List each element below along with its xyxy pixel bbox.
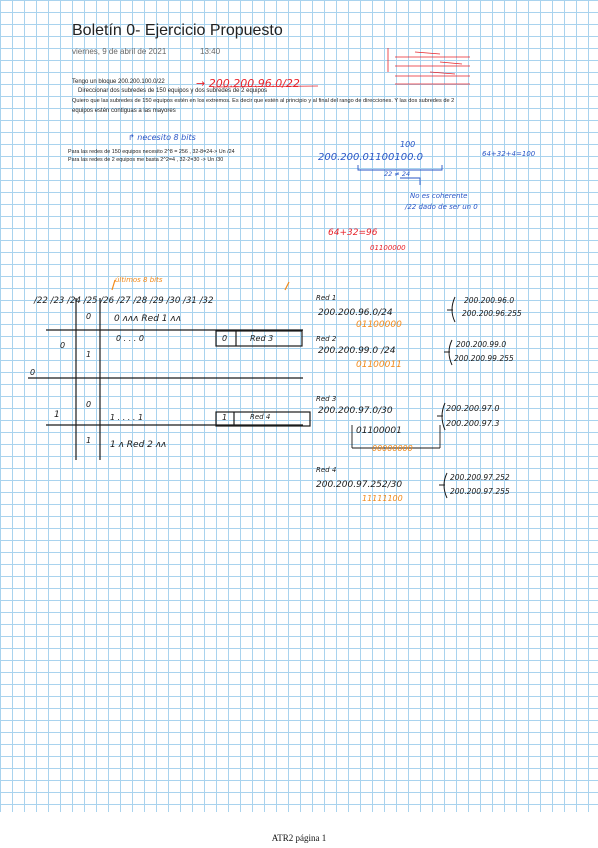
blue-bits-note: ↱ necesito 8 bits	[128, 133, 196, 142]
table-row-red1: 0 ʌʌʌ Red 1 ʌʌ	[114, 314, 182, 324]
page-title: Boletín 0- Ejercicio Propuesto	[72, 22, 283, 39]
table-row-red4: 1 . . . . 1	[110, 413, 144, 422]
blue-binary-address: 200.200.01100100.0	[318, 152, 423, 163]
calc-line-1: Para las redes de 150 equipos necesito 2…	[68, 149, 235, 155]
red3-bin: 01100001	[356, 426, 402, 436]
red2-first: 200.200.99.0	[456, 340, 507, 349]
table-bit-0b: 0	[60, 341, 66, 350]
table-bit-1a: 1	[86, 350, 92, 359]
page-time: 13:40	[200, 47, 221, 56]
red1-first: 200.200.96.0	[464, 296, 515, 305]
ink-strokes	[28, 48, 470, 499]
statement-line-4: equipos estén contiguas a las mayores	[72, 108, 176, 114]
red4-bin: 11111100	[362, 494, 403, 503]
red1-label: Red 1	[316, 294, 337, 302]
red2-bin: 01100011	[356, 360, 402, 370]
table-red3-label: Red 3	[250, 334, 274, 343]
table-bit-1c: 1	[86, 436, 92, 445]
table-red4-label: Red 4	[250, 413, 271, 421]
red4-net: 200.200.97.252/30	[316, 480, 403, 490]
braces	[437, 296, 456, 499]
table-bit-1b: 1	[54, 410, 60, 420]
blue-bracket	[357, 165, 443, 171]
table-row-red3: 0 . . . 0	[116, 334, 144, 343]
orange-last-bits: últimos 8 bits	[115, 276, 163, 284]
calc-line-2: Para las redes de 2 equipos me basta 2^2…	[68, 157, 224, 163]
red-block-note: → 200.200.96.0/22	[196, 77, 300, 90]
red2-net: 200.200.99.0 /24	[318, 346, 396, 356]
table-bit-0c: 0	[30, 368, 36, 377]
red2-last: 200.200.99.255	[454, 354, 514, 363]
orange-tick-marks	[111, 279, 290, 291]
red3-first: 200.200.97.0	[446, 404, 500, 413]
red-underline	[212, 85, 319, 88]
red-sum: 64+32=96	[328, 228, 378, 238]
red-bits: 01100000	[370, 244, 406, 252]
grid-background	[0, 0, 598, 812]
blue-dado: /22 dado de ser un 0	[405, 203, 478, 211]
red4-last: 200.200.97.255	[450, 487, 510, 496]
blue-22-24: 22 ≠ 24	[384, 170, 411, 178]
red-sketch	[387, 48, 470, 85]
table-bit-0a: 0	[86, 312, 92, 321]
table-box-1: 1	[222, 413, 228, 422]
table-box-0: 0	[222, 334, 228, 343]
table-row-red2: 1 ʌ Red 2 ʌʌ	[110, 440, 167, 450]
blue-marker	[400, 177, 421, 185]
page-footer: ATR2 página 1	[271, 833, 327, 843]
red4-first: 200.200.97.252	[450, 473, 510, 482]
red2-label: Red 2	[316, 335, 337, 343]
prefix-header: /22 /23 /24 /25 /26 /27 /28 /29 /30 /31 …	[34, 296, 214, 306]
blue-sum: 64+32+4=100	[482, 150, 536, 158]
statement-line-2: Direccionar dos subredes de 150 equipos …	[78, 88, 268, 94]
page-date: viernes, 9 de abril de 2021	[72, 47, 167, 56]
red3-label: Red 3	[316, 395, 337, 403]
red1-net: 200.200.96.0/24	[318, 308, 393, 318]
red1-last: 200.200.96.255	[462, 309, 522, 318]
table-bit-0d: 0	[86, 400, 92, 409]
statement-line-1: Tengo un bloque 200.200.100.0/22	[72, 79, 165, 85]
blue-100: 100	[400, 140, 416, 149]
red3-net: 200.200.97.0/30	[318, 406, 393, 416]
red3-bracket	[351, 425, 441, 449]
red4-label: Red 4	[316, 466, 337, 474]
red3-last: 200.200.97.3	[446, 419, 500, 428]
red1-bin: 01100000	[356, 320, 402, 330]
red3-zero: 00000000	[372, 444, 413, 453]
blue-coherente: No es coherente	[410, 192, 468, 200]
subnet-table-lines	[28, 298, 311, 460]
statement-line-3: Quiero que las subredes de 150 equipos e…	[72, 98, 455, 104]
